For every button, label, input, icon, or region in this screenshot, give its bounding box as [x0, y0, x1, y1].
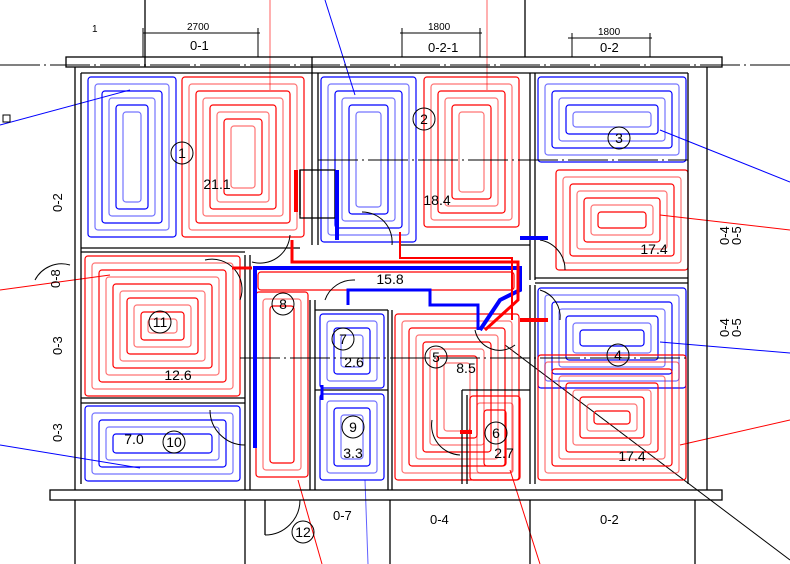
circuit-area: 7.0 [124, 431, 144, 447]
circuit-number: 3 [615, 130, 623, 146]
coil-3-return [537, 76, 687, 163]
coil-2-supply [423, 76, 520, 228]
circuit-area: 12.6 [164, 367, 191, 383]
coil-6 [469, 395, 521, 481]
axis-right-4: 0-5 [729, 318, 744, 337]
dimension-lines [142, 28, 652, 57]
circuit-number: 12 [295, 524, 311, 540]
circuit-marker [291, 520, 315, 544]
coil-3-supply [555, 169, 689, 271]
coil-4-supply [537, 354, 687, 481]
dimension-1800-b: 1800 [598, 27, 621, 38]
coil-11 [84, 255, 241, 397]
circuit-marker [412, 107, 436, 131]
circuit-area: 17.4 [640, 241, 667, 257]
circuit-area: 8.5 [456, 360, 476, 376]
circuit-marker [341, 415, 365, 439]
coil-8 [255, 291, 309, 478]
circuit-area: 2.6 [344, 354, 364, 370]
circuit-marker [606, 343, 630, 367]
circuit-number: 8 [279, 296, 287, 312]
circuit-number: 7 [339, 331, 347, 347]
axis-top-3: 0-2 [600, 40, 619, 55]
circuit-marker [170, 141, 194, 165]
manifold-pipes [232, 170, 548, 448]
circuit-marker [607, 126, 631, 150]
coil-10 [84, 405, 241, 482]
circuit-marker [484, 421, 508, 445]
axis-right-1: 0-4 [717, 226, 732, 245]
axis-top-1: 0-1 [190, 38, 209, 53]
axis-right-2: 0-5 [729, 226, 744, 245]
coil-4-return [537, 287, 687, 389]
axis-top-2: 0-2-1 [428, 40, 458, 55]
axis-left-3: 0-3 [50, 336, 65, 355]
coil-1-return [87, 76, 177, 238]
circuit-number: 5 [432, 349, 440, 365]
circuit-number: 9 [349, 419, 357, 435]
circuit-number: 4 [614, 347, 622, 363]
circuit-number: 6 [492, 425, 500, 441]
axis-left-1: 0-2 [50, 193, 65, 212]
axis-right-3: 0-4 [717, 318, 732, 337]
axis-left-4: 0-3 [50, 423, 65, 442]
circuit-area: 21.1 [203, 176, 230, 192]
circuit-area: 17.4 [618, 448, 645, 464]
coil-1-supply [181, 76, 305, 238]
axis-bottom-2: 0-4 [430, 512, 449, 527]
axis-left-2: 0-8 [48, 269, 63, 288]
circuit-marker [162, 430, 186, 454]
circuit-number: 2 [420, 111, 428, 127]
circuit-marker [271, 292, 295, 316]
axis-bottom-3: 0-2 [600, 512, 619, 527]
circuit-area: 2.7 [494, 445, 514, 461]
circuit-number: 11 [153, 314, 168, 330]
axis-bottom-1: 0-7 [333, 508, 352, 523]
circuit-number: 1 [178, 145, 186, 161]
circuit-number: 10 [166, 434, 182, 450]
coil-9 [319, 393, 385, 481]
circuit-marker [331, 327, 355, 351]
corner-label: 1 [92, 24, 98, 35]
dimension-1800-a: 1800 [428, 22, 451, 33]
coil-7 [319, 313, 385, 389]
annotations: 1 2700 1800 1800 0-1 0-2-1 0-2 0-2 0-8 0… [48, 22, 744, 527]
circuit-area: 3.3 [343, 445, 363, 461]
circuit-marker [424, 345, 448, 369]
circuit-area: 18.4 [423, 192, 450, 208]
dimension-2700: 2700 [187, 22, 210, 33]
circuit-area: 15.8 [376, 271, 403, 287]
circuit-labels: 1 21.1 2 18.4 3 17.4 4 17.4 5 8.5 6 2.7 7 2.6 8 15.8 9 3.… [124, 107, 668, 544]
circuit-marker [148, 310, 172, 334]
